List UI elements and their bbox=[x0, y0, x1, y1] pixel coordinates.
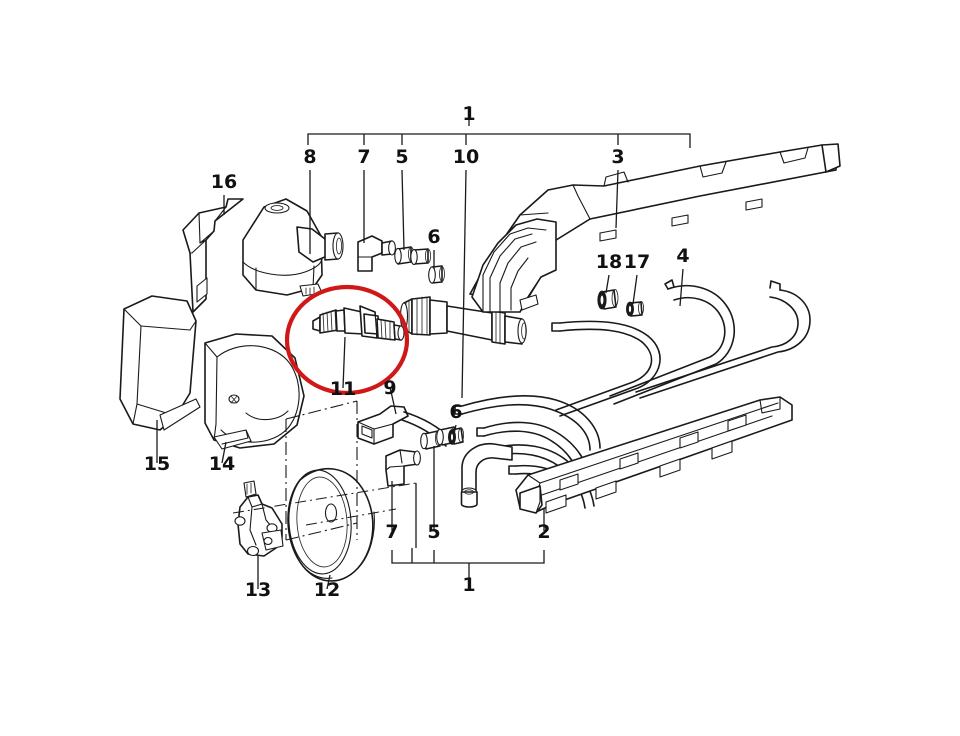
part-13-mounting-bracket-arm bbox=[234, 480, 284, 557]
part-8-breather-valve-cap bbox=[242, 198, 344, 297]
part-9-wiring-connector-plug bbox=[357, 405, 453, 447]
callout-top-1: 1 bbox=[462, 103, 475, 125]
part-7-elbow-connector-top bbox=[357, 235, 396, 272]
part-3-upper-cable-rail bbox=[469, 143, 841, 313]
part-12-pulley-wheel bbox=[287, 467, 375, 582]
callout-mid-6a: 6 bbox=[427, 226, 440, 248]
part-11-spark-plug bbox=[312, 305, 405, 341]
callout-top-7: 7 bbox=[357, 146, 370, 168]
spark-plug-boot-elbow bbox=[460, 443, 513, 508]
callout-bot-12: 12 bbox=[314, 579, 340, 601]
part-6-grommet-ring-upper bbox=[428, 265, 445, 284]
part-7-elbow-connector-lower bbox=[385, 449, 421, 487]
callout-bot-2: 2 bbox=[537, 521, 550, 543]
part-16-heat-shield-bracket bbox=[182, 198, 244, 313]
callout-mid-18: 18 bbox=[596, 251, 622, 273]
part-10-vent-pipe-assembly bbox=[399, 296, 527, 345]
part-6-grommet-ring-lower bbox=[447, 427, 465, 445]
callout-top-4: 4 bbox=[676, 245, 689, 267]
callout-left-16: 16 bbox=[211, 171, 237, 193]
callout-bot-7: 7 bbox=[385, 521, 398, 543]
callout-bot-5: 5 bbox=[427, 521, 440, 543]
callout-left-14: 14 bbox=[209, 453, 235, 475]
part-18-rubber-bush-large bbox=[597, 289, 619, 310]
callout-bot-1: 1 bbox=[462, 574, 475, 596]
bracket-top-assembly bbox=[307, 106, 691, 148]
callout-bot-13: 13 bbox=[245, 579, 271, 601]
callout-ring-11: 11 bbox=[330, 378, 356, 400]
callout-top-8: 8 bbox=[303, 146, 316, 168]
callout-number-labels: 1 8 7 5 10 3 4 6 18 17 16 15 14 11 9 6 1… bbox=[144, 103, 690, 601]
callout-mid-9: 9 bbox=[383, 377, 396, 399]
part-2-lower-cable-rail bbox=[515, 396, 793, 514]
callout-top-3: 3 bbox=[611, 146, 624, 168]
callout-mid-6b: 6 bbox=[449, 401, 462, 423]
part-4-vent-hose-loop bbox=[551, 279, 811, 417]
bracket-bottom-assembly bbox=[391, 548, 545, 578]
part-14-timing-case-cover bbox=[204, 333, 305, 450]
callout-leader-lines bbox=[156, 169, 684, 590]
red-highlight-circle bbox=[284, 284, 410, 396]
callout-mid-17: 17 bbox=[624, 251, 650, 273]
construction-dash-lines bbox=[232, 400, 417, 541]
part-5-coupling-sleeve-top bbox=[394, 246, 432, 265]
callout-top-5: 5 bbox=[395, 146, 408, 168]
callout-top-10: 10 bbox=[453, 146, 479, 168]
callout-left-15: 15 bbox=[144, 453, 170, 475]
part-17-rubber-bush-small bbox=[626, 300, 645, 317]
part-15-cover-shield-panel bbox=[119, 295, 201, 431]
